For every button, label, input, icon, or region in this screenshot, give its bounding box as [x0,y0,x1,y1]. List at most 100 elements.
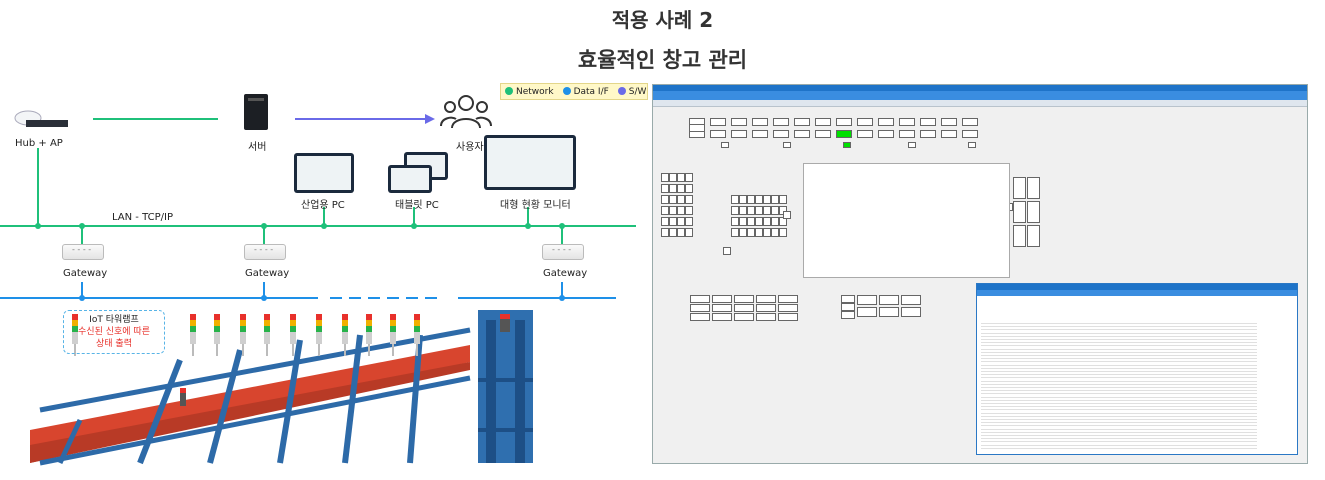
tablet-pc-label: 태블릿 PC [395,200,439,211]
rack-cell [794,130,810,138]
rack-cell [731,206,739,215]
rack-cell [734,304,754,312]
gateway-label: Gateway [543,268,588,279]
rack-cell [908,142,916,148]
table-row [981,445,1257,449]
rack-cell [878,118,894,126]
rack-cell [721,142,729,148]
rack-cell [690,295,710,303]
rack-cell [669,228,677,237]
rack-cell [879,307,899,317]
industrial-pc-image [294,153,354,193]
table-row [981,419,1257,424]
table-row [981,346,1257,350]
table-row [981,336,1257,340]
rack-cell [962,118,978,126]
table-row [981,416,1257,420]
rack-cell [857,307,877,317]
server-icon [244,94,268,130]
rack-cell [747,206,755,215]
table-row [981,342,1257,347]
rack-cell [901,307,921,317]
arrow-head [425,114,435,124]
user-label: 사용자 [456,142,484,153]
rack-cell [920,118,936,126]
tower-lamp-icon [316,314,322,356]
callout-line: 수신된 신호에 따른 [78,327,150,337]
table-row [981,390,1257,395]
rack-cell [685,173,693,182]
rack-cell [661,195,669,204]
tower-lamp-icon [190,314,196,356]
rack-cell [841,295,855,303]
network-dot-icon [505,86,513,95]
table-row [981,374,1257,379]
rack-cell [661,228,669,237]
table-row [981,368,1257,372]
table-row [981,403,1257,408]
table-row [981,339,1257,344]
rack-cell [731,130,747,138]
tower-lamp-icon [390,314,396,356]
rack-cell [739,195,747,204]
rack-cell [841,303,855,311]
rack-cell [731,228,739,237]
table-row [981,426,1257,430]
rack-cell [836,130,852,138]
rack-cell [690,304,710,312]
tablet-pc-image [388,165,432,193]
rack-cell [878,130,894,138]
warehouse-software-screenshot [652,84,1308,464]
warehouse-rack-image [30,310,533,466]
rack-cell [690,313,710,321]
server-label: 서버 [248,142,267,153]
rack-cell [783,142,791,148]
page-title: 적용 사례 2 [611,8,714,32]
table-row [981,326,1257,331]
table-row [981,378,1257,382]
legend-network: Network [505,86,554,97]
rack-cell [1013,201,1026,223]
rack-cell [712,304,732,312]
rack-cell [771,206,779,215]
table-row [981,438,1257,443]
rack-cell [778,304,798,312]
rack-cell [1013,177,1026,199]
rack-cell [841,311,855,319]
rack-cell [941,130,957,138]
hub-ap-icon [14,110,68,127]
table-row [981,384,1257,388]
rack-cell [794,118,810,126]
gateway-label: Gateway [63,268,108,279]
rack-cell [901,295,921,305]
rack-cell [763,228,771,237]
rack-cell [752,118,768,126]
rack-cell [677,206,685,215]
rack-cell [763,206,771,215]
sw-dot-icon [617,86,626,95]
large-monitor-image [484,135,576,190]
rack-cell [771,217,779,226]
table-row [981,400,1257,404]
rack-cell [773,118,789,126]
rack-cell [857,130,873,138]
rack-cell [685,206,693,215]
table-row [981,410,1257,414]
table-row [981,387,1257,392]
rack-cell [677,228,685,237]
tower-lamp-icon [240,314,246,356]
rack-cell [836,118,852,126]
rack-cell [755,206,763,215]
tower-lamp-icon [342,314,348,356]
tower-lamp-icon [264,314,270,356]
rack-cell [661,184,669,193]
rack-cell [677,173,685,182]
rack-cell [763,195,771,204]
rack-cell [843,142,851,148]
table-row [981,432,1257,436]
table-row [981,435,1257,440]
rack-cell [763,217,771,226]
legend-sw: S/W [617,86,646,97]
rack-cell [779,195,787,204]
users-icon [440,95,492,129]
